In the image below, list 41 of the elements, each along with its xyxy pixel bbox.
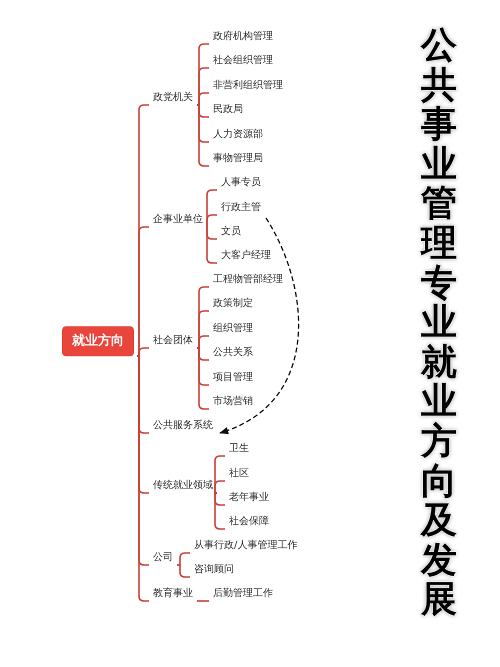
topic-label: 文员 xyxy=(220,225,242,239)
topic-label: 社会保障 xyxy=(228,515,270,529)
topic-label: 组织管理 xyxy=(212,322,254,336)
topic-label: 工程物管部经理 xyxy=(212,273,284,287)
topic-label: 传统就业领域 xyxy=(152,479,214,493)
branch-line xyxy=(197,600,209,602)
topic-label: 人力资源部 xyxy=(212,128,264,142)
branch-line xyxy=(197,92,209,106)
topic-label: 企事业单位 xyxy=(152,213,204,227)
topic-label: 市场营销 xyxy=(212,395,254,409)
topic-label: 非营利组织管理 xyxy=(212,79,284,93)
topic-label: 项目管理 xyxy=(212,371,254,385)
topic-label: 咨询顾问 xyxy=(193,563,235,577)
topic-label: 后勤管理工作 xyxy=(212,587,274,601)
branch-line xyxy=(197,335,209,349)
branch-line xyxy=(177,552,190,566)
topic-label: 政府机构管理 xyxy=(212,30,274,44)
vertical-title: 公共事业管理专业就业方向及发展 xyxy=(421,26,457,620)
branch-line xyxy=(137,347,149,357)
topic-label: 大客户经理 xyxy=(220,249,272,263)
dashed-arrow xyxy=(219,218,300,434)
topic-label: 公司 xyxy=(152,551,174,565)
topic-label: 从事行政/人事管理工作 xyxy=(193,539,298,553)
topic-label: 社会团体 xyxy=(152,334,194,348)
topic-label: 政党机关 xyxy=(152,91,194,105)
topic-label: 公共关系 xyxy=(212,346,254,360)
branch-line xyxy=(206,214,217,228)
branch-line xyxy=(177,564,190,578)
topic-label: 社区 xyxy=(228,467,250,481)
topic-label: 公共服务系统 xyxy=(152,419,214,433)
topic-label: 民政局 xyxy=(212,103,244,117)
topic-label: 社会组织管理 xyxy=(212,54,274,68)
topic-label: 老年事业 xyxy=(228,491,270,505)
topic-label: 行政主管 xyxy=(220,201,262,215)
branch-line xyxy=(214,480,225,494)
topic-label: 政策制定 xyxy=(212,297,254,311)
root-topic-box: 就业方向 xyxy=(62,326,134,356)
topic-label: 卫生 xyxy=(228,442,250,456)
topic-label: 教育事业 xyxy=(152,587,194,601)
topic-label: 人事专员 xyxy=(220,176,262,190)
topic-label: 事物管理局 xyxy=(212,152,264,166)
